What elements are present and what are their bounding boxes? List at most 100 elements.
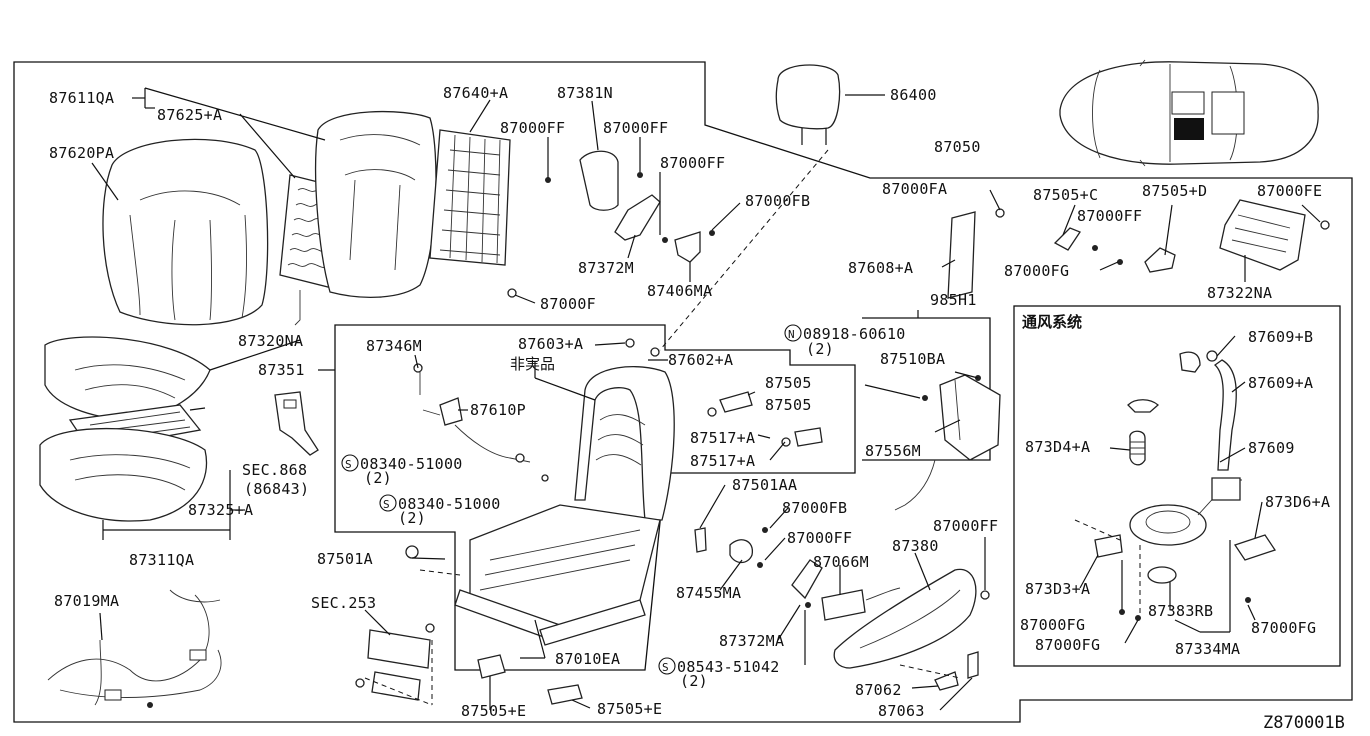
- headrest-part[interactable]: [775, 64, 841, 145]
- label-873D3A: 873D3+A: [1025, 580, 1090, 598]
- label-87505-2: 87505: [765, 396, 812, 414]
- label-87000FG-4: 87000FG: [1251, 619, 1316, 637]
- label-87346M: 87346M: [366, 337, 422, 355]
- label-87625A: 87625+A: [157, 106, 222, 124]
- s-marker-icon: S: [341, 454, 359, 472]
- label-87010EA: 87010EA: [555, 650, 620, 668]
- label-985H1: 985H1: [930, 291, 977, 309]
- label-87062: 87062: [855, 681, 902, 699]
- recliner-cover-part[interactable]: [545, 150, 643, 211]
- label-87311QA: 87311QA: [129, 551, 194, 569]
- label-08340-51000-2: 08340-51000: [398, 495, 501, 513]
- label-87000FB-1: 87000FB: [745, 192, 810, 210]
- bracket-part[interactable]: [662, 230, 715, 263]
- seat-frame-part[interactable]: [454, 366, 675, 646]
- cushion-pad-part[interactable]: [44, 336, 211, 421]
- label-87611QA: 87611QA: [49, 89, 114, 107]
- lumbar-support-part[interactable]: [429, 129, 511, 266]
- label-87501A: 87501A: [317, 550, 373, 568]
- cover-d-part[interactable]: [1117, 247, 1176, 273]
- svg-text:S: S: [383, 498, 390, 511]
- diagram-boundary: [13, 61, 1353, 723]
- occupant-sensor-module-part[interactable]: [355, 623, 435, 701]
- label-87000FF-4: 87000FF: [1077, 207, 1142, 225]
- seatback-cover-part[interactable]: [102, 138, 269, 326]
- label-08340-qty-2: (2): [398, 509, 426, 527]
- label-87505E-1: 87505+E: [461, 702, 526, 720]
- label-87063: 87063: [878, 702, 925, 720]
- knob-part[interactable]: [934, 651, 979, 691]
- label-87510BA: 87510BA: [880, 350, 945, 368]
- label-87000F: 87000F: [540, 295, 596, 313]
- harness-clip-part[interactable]: [729, 527, 768, 564]
- reclining-lever-part[interactable]: [614, 194, 661, 241]
- label-87325A: 87325+A: [188, 501, 253, 519]
- label-873D4A: 873D4+A: [1025, 438, 1090, 456]
- label-87620PA: 87620PA: [49, 144, 114, 162]
- screw-icon: [507, 288, 517, 298]
- s-marker-icon: S: [658, 657, 676, 675]
- label-08340-qty-1: (2): [364, 469, 392, 487]
- cushion-frame-cover-part[interactable]: [1219, 199, 1330, 271]
- vehicle-locator-icon: [1059, 59, 1319, 167]
- s-marker-icon: S: [379, 494, 397, 512]
- label-87609: 87609: [1248, 439, 1295, 457]
- clip-part[interactable]: [625, 338, 823, 447]
- label-non-service: 非実品: [510, 355, 555, 373]
- label-87603A: 87603+A: [518, 335, 583, 353]
- side-trim-part[interactable]: [947, 208, 1005, 299]
- label-87505-1: 87505: [765, 374, 812, 392]
- label-87000FF-2: 87000FF: [603, 119, 668, 137]
- label-87372M: 87372M: [578, 259, 634, 277]
- label-87505E-2: 87505+E: [597, 700, 662, 718]
- label-87322NA: 87322NA: [1207, 284, 1272, 302]
- label-87066M: 87066M: [813, 553, 869, 571]
- label-873D6A: 873D6+A: [1265, 493, 1330, 511]
- label-87000FE: 87000FE: [1257, 182, 1322, 200]
- label-87000FB-2: 87000FB: [782, 499, 847, 517]
- label-87000FF-5: 87000FF: [787, 529, 852, 547]
- diagram-code: Z870001B: [1263, 713, 1345, 733]
- label-08340-51000-1: 08340-51000: [360, 455, 463, 473]
- label-87610P: 87610P: [470, 401, 526, 419]
- label-sec253: SEC.253: [311, 594, 376, 612]
- label-87381N: 87381N: [557, 84, 613, 102]
- label-87505C: 87505+C: [1033, 186, 1098, 204]
- n-marker-icon: N: [784, 324, 802, 342]
- side-shield-part[interactable]: [833, 568, 990, 669]
- svg-text:S: S: [662, 661, 669, 674]
- label-87455MA: 87455MA: [676, 584, 741, 602]
- label-87505D: 87505+D: [1142, 182, 1207, 200]
- cushion-cover-part[interactable]: [39, 427, 208, 522]
- label-87050: 87050: [934, 138, 981, 156]
- lumbar-actuator-part[interactable]: [413, 363, 549, 482]
- label-87640A: 87640+A: [443, 84, 508, 102]
- cover-e-part[interactable]: [477, 654, 583, 705]
- label-87608A: 87608+A: [848, 259, 913, 277]
- seatback-pad-part[interactable]: [315, 110, 437, 298]
- part-labels: 87611QA 87625+A 87620PA 87640+A 87381N 8…: [49, 84, 1345, 733]
- ventilation-fan-part[interactable]: [1129, 350, 1242, 546]
- seatbelt-buckle-part[interactable]: [274, 391, 319, 456]
- svg-text:N: N: [788, 328, 795, 341]
- label-sec868: SEC.868: [242, 461, 307, 479]
- assembly-dashed-lines: [364, 149, 1141, 706]
- cover-c-part[interactable]: [1053, 227, 1098, 251]
- ventilation-system-box: [1013, 305, 1341, 667]
- height-lever-part[interactable]: [757, 559, 823, 608]
- label-87380: 87380: [892, 537, 939, 555]
- label-87320NA: 87320NA: [238, 332, 303, 350]
- label-08543-qty: (2): [680, 672, 708, 690]
- wire-harness-part[interactable]: [47, 589, 222, 708]
- label-87556M: 87556M: [865, 442, 921, 460]
- ventilation-parts-part[interactable]: [1094, 399, 1277, 621]
- power-seat-switch-part[interactable]: [821, 587, 901, 621]
- label-87000FG-1: 87000FG: [1004, 262, 1069, 280]
- label-87019MA: 87019MA: [54, 592, 119, 610]
- label-87406MA: 87406MA: [647, 282, 712, 300]
- label-08543-51042: 08543-51042: [677, 658, 780, 676]
- label-87372MA: 87372MA: [719, 632, 784, 650]
- label-87517A-1: 87517+A: [690, 429, 755, 447]
- leader-lines: [91, 87, 1321, 711]
